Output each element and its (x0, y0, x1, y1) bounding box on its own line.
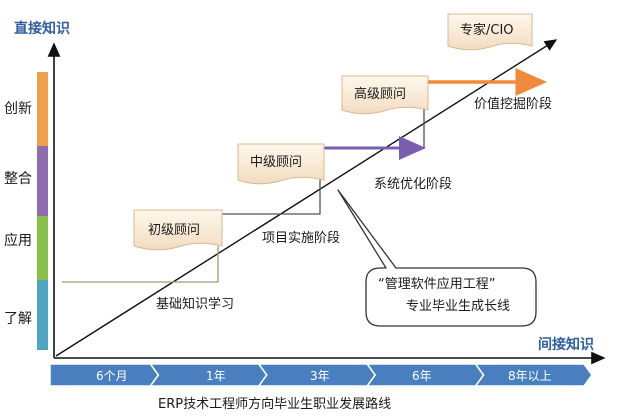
y-axis-label: 直接知识 (14, 21, 70, 37)
level-bar-understand (37, 280, 48, 350)
timeline-label-0: 6个月 (96, 369, 128, 383)
callout-line2: 专业毕业生成长线 (406, 299, 511, 314)
stage-label-value: 价值挖掘阶段 (474, 97, 553, 112)
role-label-junior: 初级顾问 (148, 223, 201, 238)
level-label-integrate: 整合 (4, 171, 32, 187)
step-line-project (218, 176, 321, 215)
x-axis-label: 间接知识 (538, 337, 594, 353)
role-box-senior (341, 75, 429, 115)
role-box-expert (447, 13, 533, 51)
timeline-label-3: 6年 (412, 369, 432, 383)
timeline-label-2: 3年 (310, 369, 330, 383)
timeline-label-4: 8年以上 (508, 369, 552, 383)
level-bar-integrate (37, 146, 48, 216)
stage-label-basic: 基础知识学习 (156, 297, 235, 312)
role-label-mid: 中级顾问 (250, 155, 303, 170)
level-label-apply: 应用 (4, 233, 32, 249)
stage-label-project: 项目实施阶段 (262, 231, 341, 246)
level-label-understand: 了解 (4, 311, 32, 327)
timeline-ribbon (49, 363, 593, 387)
role-label-expert: 专家/CIO (460, 23, 514, 38)
level-bar-innovate (37, 72, 48, 146)
role-box-junior (133, 209, 223, 251)
step-line-basic (62, 246, 219, 283)
level-label-innovate: 创新 (4, 101, 32, 117)
level-bar-apply (37, 216, 48, 280)
diagram-caption: ERP技术工程师方向毕业生职业发展路线 (158, 397, 392, 412)
timeline-label-1: 1年 (206, 369, 226, 383)
stage-label-optimize: 系统优化阶段 (374, 177, 453, 192)
callout-bubble (337, 189, 537, 327)
timeline-segment (474, 363, 593, 387)
callout-line1: “管理软件应用工程” (378, 277, 496, 292)
role-box-mid (237, 143, 325, 185)
role-label-senior: 高级顾问 (354, 87, 407, 102)
growth-diagonal (55, 39, 558, 357)
